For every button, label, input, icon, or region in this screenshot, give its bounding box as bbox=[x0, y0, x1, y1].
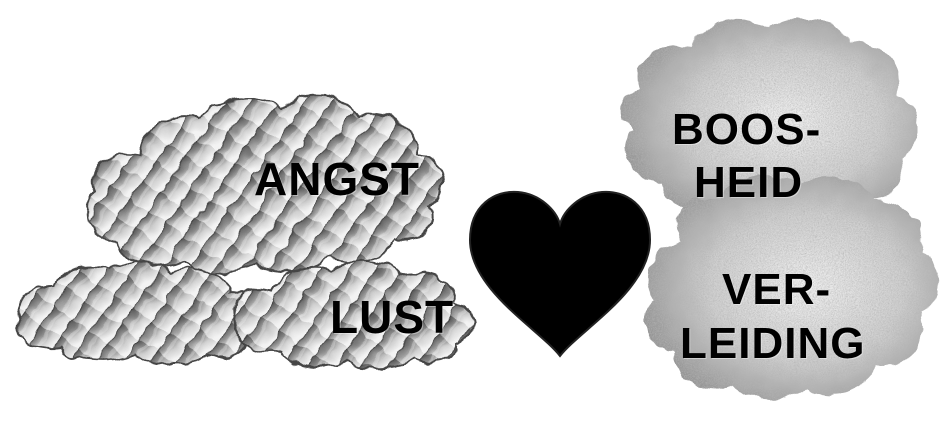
label-angst: ANGST bbox=[254, 156, 420, 202]
label-heid: HEID bbox=[694, 161, 803, 205]
heart-icon bbox=[470, 192, 650, 356]
label-ver: VER- bbox=[722, 268, 831, 312]
cloud-bottom-left bbox=[17, 260, 255, 364]
label-leiding: LEIDING bbox=[680, 322, 865, 366]
label-lust: LUST bbox=[330, 294, 454, 340]
label-boos: BOOS- bbox=[672, 108, 821, 152]
